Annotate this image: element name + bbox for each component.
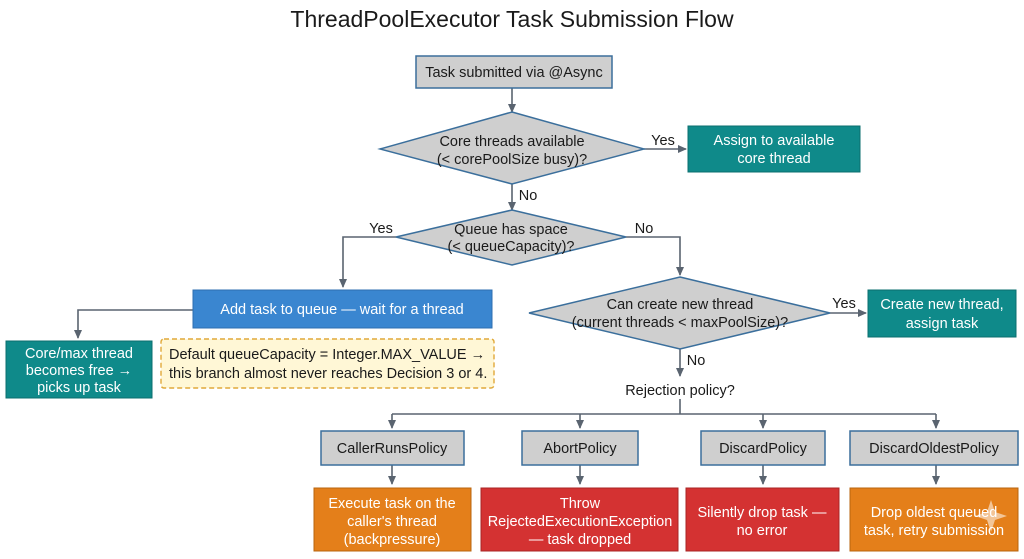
assign-core-node: Assign to available core thread xyxy=(687,125,861,173)
queue-decision-line2: (< queueCapacity)? xyxy=(448,239,575,255)
sparkle-watermark-icon xyxy=(975,500,1007,532)
outcome-caller-runs-line1: Execute task on the xyxy=(328,496,455,512)
policy-abort-label: AbortPolicy xyxy=(543,441,617,457)
add-queue-node: Add task to queue — wait for a thread xyxy=(192,289,493,329)
core-decision-line1: Core threads available xyxy=(439,134,584,150)
policy-abort: AbortPolicy xyxy=(521,430,639,466)
policy-discard-oldest-label: DiscardOldestPolicy xyxy=(869,441,999,457)
new-thread-line2: (current threads < maxPoolSize)? xyxy=(572,315,788,331)
assign-core-line1: Assign to available xyxy=(714,133,835,149)
label-queue-no: No xyxy=(635,221,654,237)
policy-caller-runs: CallerRunsPolicy xyxy=(320,430,465,466)
queue-space-decision: Queue has space (< queueCapacity)? xyxy=(395,209,627,266)
edges xyxy=(74,88,940,485)
core-max-free-line2: becomes free → xyxy=(26,363,132,379)
outcome-caller-runs-line2: caller's thread xyxy=(347,514,437,530)
new-thread-decision: Can create new thread (current threads <… xyxy=(528,276,831,350)
core-max-free-line1: Core/max thread xyxy=(25,346,133,362)
outcome-abort-line2: RejectedExecutionException xyxy=(488,514,673,530)
label-core-no: No xyxy=(519,188,538,204)
outcome-caller-runs-line3: (backpressure) xyxy=(344,532,441,548)
new-thread-line1: Can create new thread xyxy=(607,297,754,313)
create-thread-line2: assign task xyxy=(906,316,979,332)
create-thread-node: Create new thread, assign task xyxy=(867,289,1017,338)
policy-discard-oldest: DiscardOldestPolicy xyxy=(849,430,1019,466)
add-queue-label: Add task to queue — wait for a thread xyxy=(220,302,463,318)
start-label: Task submitted via @Async xyxy=(425,65,603,81)
rejection-policy-label: Rejection policy? xyxy=(625,383,735,399)
outcome-caller-runs: Execute task on the caller's thread (bac… xyxy=(313,487,472,552)
queue-capacity-note: Default queueCapacity = Integer.MAX_VALU… xyxy=(160,338,495,389)
label-core-yes: Yes xyxy=(651,133,675,149)
edge-queue-yes xyxy=(339,236,396,288)
queue-decision-line1: Queue has space xyxy=(454,222,568,238)
outcome-abort-line1: Throw xyxy=(560,496,601,512)
start-node: Task submitted via @Async xyxy=(415,55,613,89)
core-max-free-node: Core/max thread becomes free → picks up … xyxy=(5,340,153,399)
label-newthread-no: No xyxy=(687,353,706,369)
policy-discard: DiscardPolicy xyxy=(700,430,826,466)
note-line1: Default queueCapacity = Integer.MAX_VALU… xyxy=(169,347,485,363)
core-threads-decision: Core threads available (< corePoolSize b… xyxy=(377,111,647,185)
note-line2: this branch almost never reaches Decisio… xyxy=(169,366,487,382)
outcome-discard-oldest-line2: task, retry submission xyxy=(864,523,1004,539)
edge-queue-to-free xyxy=(74,309,193,339)
outcome-abort: Throw RejectedExecutionException — task … xyxy=(480,487,679,552)
label-queue-yes: Yes xyxy=(369,221,393,237)
create-thread-line1: Create new thread, xyxy=(880,297,1003,313)
edge-queue-no xyxy=(626,236,684,276)
outcome-abort-line3: — task dropped xyxy=(529,532,631,548)
core-decision-line2: (< corePoolSize busy)? xyxy=(437,152,587,168)
core-max-free-line3: picks up task xyxy=(37,380,122,396)
outcome-discard-oldest-line1: Drop oldest queued xyxy=(871,505,998,521)
outcome-discard-line2: no error xyxy=(737,523,788,539)
outcome-discard-line1: Silently drop task — xyxy=(698,505,827,521)
policy-discard-label: DiscardPolicy xyxy=(719,441,808,457)
assign-core-line2: core thread xyxy=(737,151,810,167)
diagram-title: ThreadPoolExecutor Task Submission Flow xyxy=(290,6,734,32)
outcome-discard: Silently drop task — no error xyxy=(685,487,840,552)
policy-caller-runs-label: CallerRunsPolicy xyxy=(337,441,448,457)
label-newthread-yes: Yes xyxy=(832,296,856,312)
